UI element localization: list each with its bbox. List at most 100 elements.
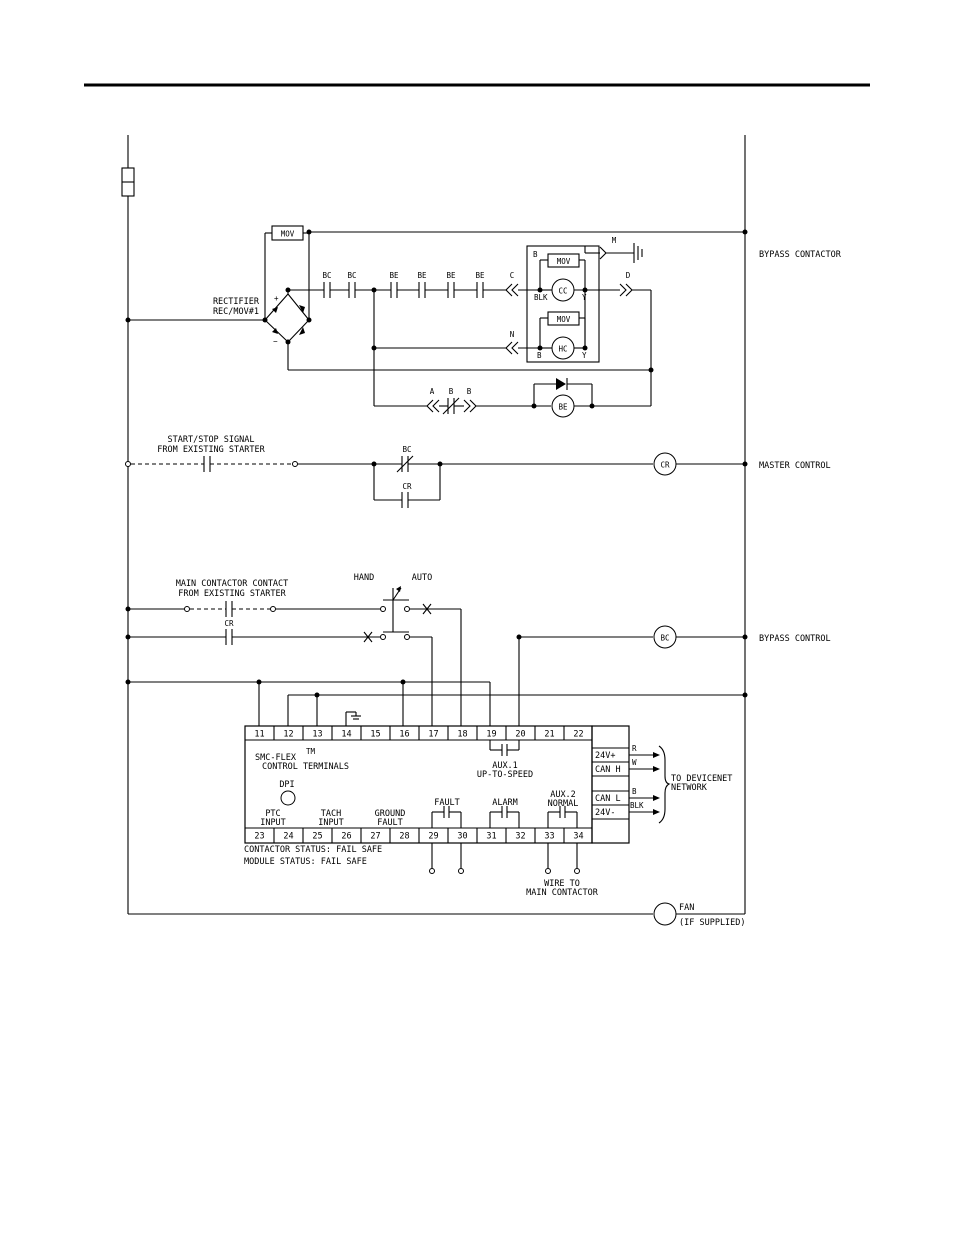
terminal-15: 15 [370,730,380,740]
plug-n-label: N [510,330,515,339]
be-coil-label: BE [558,403,568,412]
master-bc-contact-label: BC [402,445,411,454]
terminal-28: 28 [399,832,409,842]
rectifier-mov-label: MOV [281,230,295,239]
terminal-13: 13 [312,730,322,740]
contact-be-1: BE [389,271,399,280]
left-power-rail [121,135,135,914]
terminal-16: 16 [399,730,409,740]
hc-b-label: B [537,351,542,360]
wire-b: B [632,787,637,796]
terminal-31: 31 [486,832,496,842]
contact-bc-1: BC [322,271,331,280]
devicenet-label-1: TO DEVICENET [671,774,732,784]
contact-b-label: B [449,387,454,396]
plug-b-label: B [467,387,472,396]
terminal-24: 24 [283,832,293,842]
terminal-33: 33 [544,832,554,842]
aux1-label-2: UP-TO-SPEED [477,770,533,780]
control-terminals-label: CONTROL TERMINALS [262,762,349,772]
plug-c-label: C [510,271,515,280]
hand-label: HAND [354,573,374,583]
net-24v-minus: 24V- [595,808,615,818]
fan-note-label: (IF SUPPLIED) [679,918,746,928]
start-stop-label-2: FROM EXISTING STARTER [157,445,265,455]
aux2-label-2: NORMAL [548,799,579,809]
ground-fault-label-2: FAULT [377,818,403,828]
wire-r: R [632,744,637,753]
contactor-status-label: CONTACTOR STATUS: FAIL SAFE [244,845,382,855]
bypass-contactor-label: BYPASS CONTACTOR [759,250,842,260]
devicenet-label-2: NETWORK [671,783,708,793]
minus-label: − [273,337,278,346]
fault-label: FAULT [434,798,460,808]
aux2-label-1: AUX.2 [550,790,576,800]
wire-w: W [632,758,637,767]
cc-label: CC [558,287,567,296]
plug-d-label: D [626,271,631,280]
rectifier-section: MOV RECTIFIER REC/MOV#1 + − BC BC [125,225,748,418]
coil-module [526,245,600,363]
ptc-label-1: PTC [265,809,280,819]
main-contactor-label-1: MAIN CONTACTOR CONTACT [176,579,289,589]
contact-be-3: BE [446,271,456,280]
ptc-label-2: INPUT [260,818,286,828]
smc-flex-terminal-block: 11 12 13 14 15 16 17 18 19 20 21 22 23 2… [244,725,732,844]
wire-to-label-1: WIRE TO [544,879,580,889]
auto-label: AUTO [412,573,432,583]
cc-blk-label: BLK [534,293,548,302]
net-can-h: CAN H [595,765,621,775]
tach-label-2: INPUT [318,818,344,828]
cc-mov-label: MOV [557,257,571,266]
dpi-port [280,790,296,806]
wire-blk: BLK [630,801,644,810]
terminal-29: 29 [428,832,438,842]
plug-a-label: A [430,387,435,396]
fan-rung: FAN (IF SUPPLIED) [128,902,746,928]
dpi-label: DPI [279,780,294,790]
terminal-27: 27 [370,832,380,842]
alarm-label: ALARM [492,798,518,808]
terminal-20: 20 [515,730,525,740]
hc-mov-label: MOV [557,315,571,324]
net-can-l: CAN L [595,794,621,804]
contact-be-4: BE [475,271,485,280]
terminal-34: 34 [573,832,583,842]
hc-y-label: Y [582,351,587,360]
terminal-11: 11 [254,730,264,740]
tach-label-1: TACH [321,809,341,819]
smc-flex-label: SMC-FLEX [255,753,297,763]
terminal-row-top: 11 12 13 14 15 16 17 18 19 20 21 22 [254,730,583,740]
terminal-26: 26 [341,832,351,842]
terminal-18: 18 [457,730,467,740]
contact-bc-2: BC [347,271,356,280]
ground-fault-label-1: GROUND [375,809,406,819]
contact-be-2: BE [417,271,427,280]
wire-to-label-2: MAIN CONTACTOR [526,888,599,898]
fan-motor [653,902,677,926]
cr-coil-label: CR [660,461,670,470]
module-status-label: MODULE STATUS: FAIL SAFE [244,857,367,867]
module-b-top: B [533,250,538,259]
smc-flex-tm: TM [306,747,316,756]
terminal-21: 21 [544,730,554,740]
terminal-25: 25 [312,832,322,842]
bc-coil-label: BC [660,634,669,643]
hc-label: HC [558,345,567,354]
bypass-control-rung: MAIN CONTACTOR CONTACT FROM EXISTING STA… [125,573,748,726]
terminal-14: 14 [341,730,351,740]
master-cr-contact-label: CR [402,482,412,491]
start-stop-label-1: START/STOP SIGNAL [168,435,255,445]
net-24v-plus: 24V+ [595,751,615,761]
master-control-rung: START/STOP SIGNAL FROM EXISTING STARTER … [125,435,748,508]
aux1-label-1: AUX.1 [492,761,518,771]
terminal-17: 17 [428,730,438,740]
terminal-row-bottom: 23 24 25 26 27 28 29 30 31 32 33 34 [254,832,583,842]
ground-m-label: M [612,236,617,245]
plus-label: + [274,294,279,303]
output-wires: WIRE TO MAIN CONTACTOR [429,843,599,898]
terminal-23: 23 [254,832,264,842]
terminal-22: 22 [573,730,583,740]
terminal-30: 30 [457,832,467,842]
